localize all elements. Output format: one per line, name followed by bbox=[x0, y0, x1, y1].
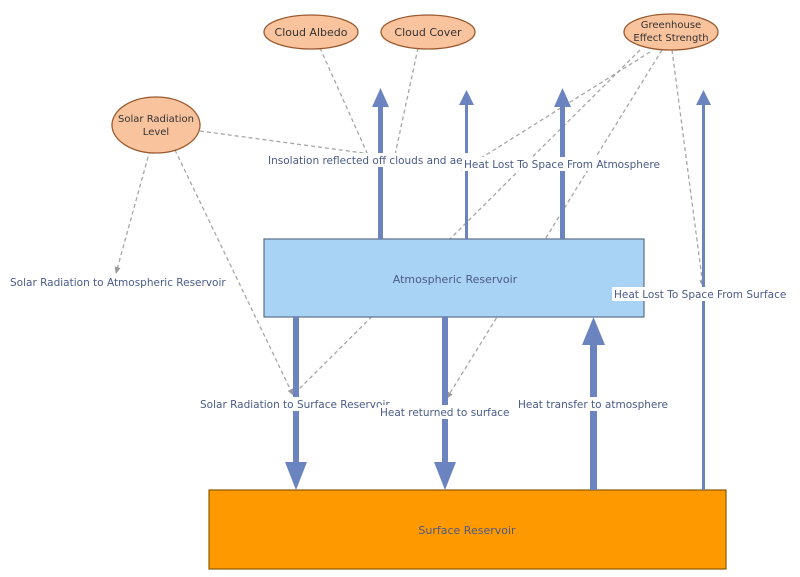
atmospheric-reservoir-label: Atmospheric Reservoir bbox=[393, 273, 518, 286]
flow-arrow-heat-transfer[interactable] bbox=[582, 317, 605, 490]
flow-label-heat-lost-atmosphere: Heat Lost To Space From Atmosphere bbox=[464, 159, 660, 171]
variable-cloud-albedo[interactable]: Cloud Albedo bbox=[263, 14, 359, 50]
link-cloud-albedo-to-insolation bbox=[319, 47, 369, 156]
link-greenhouse-to-atmosphere-loss bbox=[461, 51, 651, 171]
link-greenhouse-to-surface-loss bbox=[671, 49, 706, 287]
link-solar-level-to-insolation bbox=[199, 130, 379, 156]
flow-arrow-heat-returned[interactable] bbox=[434, 317, 456, 490]
variable-cloud-cover[interactable]: Cloud Cover bbox=[380, 14, 476, 50]
influence-links bbox=[114, 47, 706, 399]
variable-solar-radiation-level[interactable]: Solar Radiation Level bbox=[111, 96, 201, 154]
surface-reservoir-label: Surface Reservoir bbox=[418, 524, 516, 537]
link-solar-level-to-surface-flow bbox=[174, 149, 294, 396]
flow-label-solar-to-surface: Solar Radiation to Surface Reservoir bbox=[200, 399, 390, 411]
flow-arrow-heat-lost-atmosphere-2[interactable] bbox=[554, 88, 571, 239]
variable-greenhouse-effect-strength[interactable]: Greenhouse Effect Strength bbox=[623, 13, 719, 51]
link-solar-level-to-atmospheric-flow bbox=[114, 149, 151, 274]
flow-label-insolation-reflected: Insolation reflected off clouds and ae bbox=[268, 155, 463, 167]
solar-level-label-line1: Solar Radiation bbox=[118, 114, 194, 125]
flow-label-solar-to-atmospheric: Solar Radiation to Atmospheric Reservoir bbox=[10, 277, 226, 289]
link-greenhouse-to-surface-flow bbox=[292, 49, 641, 396]
flow-label-heat-lost-surface: Heat Lost To Space From Surface bbox=[614, 289, 786, 301]
flow-label-heat-transfer: Heat transfer to atmosphere bbox=[518, 399, 668, 411]
greenhouse-label-line2: Effect Strength bbox=[633, 33, 708, 44]
flow-label-heat-returned: Heat returned to surface bbox=[380, 407, 510, 419]
flow-arrow-solar-to-surface[interactable] bbox=[285, 317, 307, 490]
cloud-cover-label: Cloud Cover bbox=[394, 26, 462, 39]
flow-arrow-insolation-reflected[interactable] bbox=[372, 88, 389, 239]
flow-arrows bbox=[285, 88, 711, 490]
atmospheric-reservoir-box[interactable] bbox=[263, 238, 645, 318]
solar-level-label-line2: Level bbox=[143, 127, 169, 138]
cloud-albedo-label: Cloud Albedo bbox=[275, 26, 348, 39]
link-greenhouse-to-heat-returned bbox=[446, 49, 663, 399]
link-cloud-cover-to-insolation bbox=[394, 47, 419, 156]
surface-reservoir-box[interactable] bbox=[208, 489, 727, 570]
greenhouse-label-line1: Greenhouse bbox=[641, 20, 701, 31]
